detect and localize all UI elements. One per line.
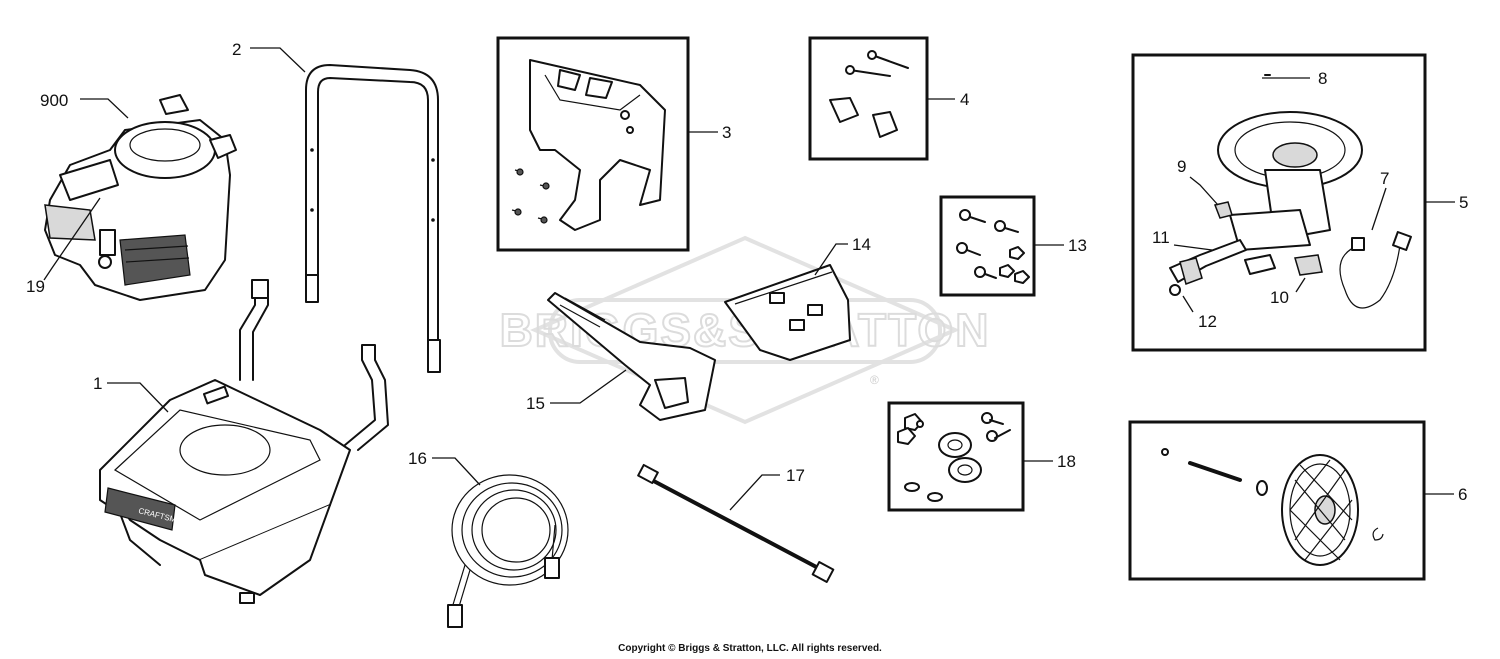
callout-7[interactable]: 8 bbox=[1318, 69, 1327, 88]
watermark-registered: ® bbox=[870, 373, 879, 387]
callout-11[interactable]: 12 bbox=[1198, 312, 1217, 331]
callout-8[interactable]: 9 bbox=[1177, 157, 1186, 176]
callout-1[interactable]: 1 bbox=[93, 374, 102, 393]
callout-12[interactable]: 13 bbox=[1068, 236, 1087, 255]
callout-9[interactable]: 10 bbox=[1270, 288, 1289, 307]
callout-19[interactable]: 19 bbox=[26, 277, 45, 296]
callout-6[interactable]: 7 bbox=[1380, 169, 1389, 188]
leader-16 bbox=[729, 474, 780, 511]
part-wheel-hardware[interactable] bbox=[897, 412, 1011, 502]
leader-15 bbox=[432, 457, 481, 486]
box-part-12 bbox=[939, 195, 1036, 297]
callout-2[interactable]: 2 bbox=[232, 40, 241, 59]
leader-13 bbox=[814, 243, 848, 276]
callout-10[interactable]: 11 bbox=[1152, 228, 1170, 247]
callout-5[interactable]: 5 bbox=[1459, 193, 1468, 212]
part-handle[interactable] bbox=[305, 64, 441, 373]
part-spray-gun[interactable] bbox=[547, 292, 716, 421]
part-bolts-knobs[interactable] bbox=[829, 50, 909, 138]
part-wheel[interactable] bbox=[1161, 448, 1384, 566]
callout-4[interactable]: 4 bbox=[960, 90, 969, 109]
leader-900 bbox=[80, 98, 129, 119]
leader-10 bbox=[1173, 244, 1213, 251]
leader-1 bbox=[107, 382, 169, 413]
leader-2 bbox=[250, 47, 306, 73]
callout-15[interactable]: 16 bbox=[408, 449, 427, 468]
leader-9 bbox=[1295, 277, 1306, 293]
callout-3[interactable]: 3 bbox=[722, 123, 731, 142]
part-bolts-nuts[interactable] bbox=[956, 209, 1030, 284]
copyright-notice: Copyright © Briggs & Stratton, LLC. All … bbox=[618, 643, 882, 654]
callout-18[interactable]: 6 bbox=[1458, 485, 1467, 504]
part-bracket[interactable] bbox=[511, 59, 666, 231]
callout-16[interactable]: 17 bbox=[786, 466, 805, 485]
leader-19 bbox=[43, 197, 101, 281]
callout-900[interactable]: 900 bbox=[40, 91, 68, 110]
callout-14[interactable]: 15 bbox=[526, 394, 545, 413]
part-frame[interactable]: CRAFTSMAN bbox=[99, 279, 389, 604]
box-part-3 bbox=[496, 36, 690, 252]
leader-11 bbox=[1182, 295, 1194, 313]
leader-6 bbox=[1371, 187, 1387, 231]
leader-14 bbox=[550, 369, 627, 404]
callout-17[interactable]: 18 bbox=[1057, 452, 1076, 471]
part-hose[interactable] bbox=[447, 474, 569, 628]
box-part-17 bbox=[887, 401, 1025, 512]
part-nozzle-kit[interactable] bbox=[724, 264, 851, 361]
box-part-18 bbox=[1128, 420, 1426, 581]
leader-8 bbox=[1189, 176, 1219, 206]
callout-13[interactable]: 14 bbox=[852, 235, 871, 254]
part-wand[interactable] bbox=[637, 463, 835, 583]
part-engine[interactable] bbox=[44, 94, 237, 301]
part-pump[interactable] bbox=[1169, 74, 1412, 309]
